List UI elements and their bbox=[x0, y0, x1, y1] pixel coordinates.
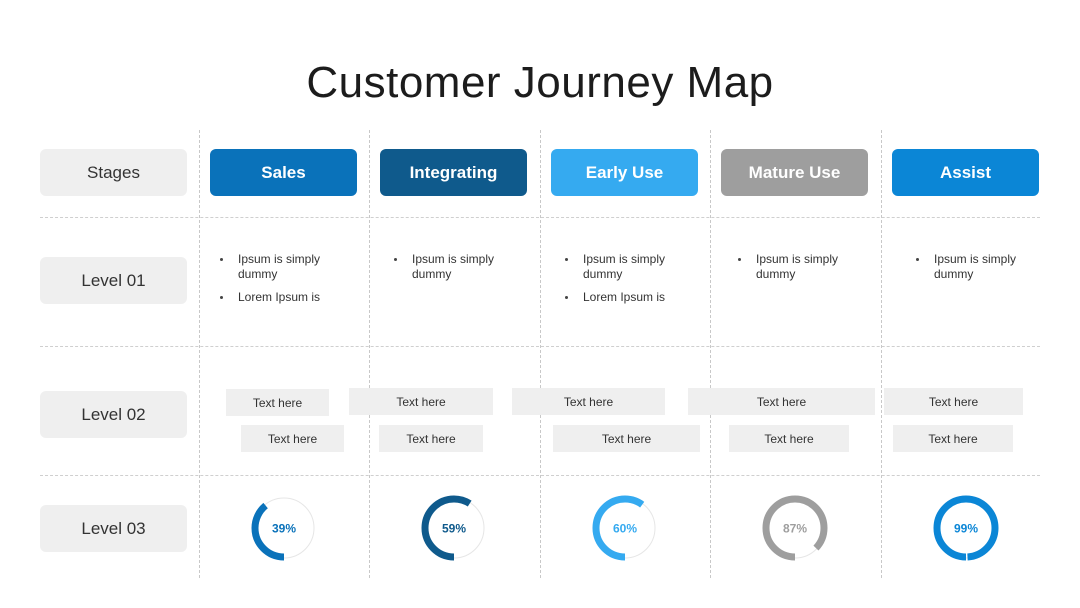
list-item: Lorem Ipsum is bbox=[563, 290, 683, 305]
donut-label: 60% bbox=[613, 522, 637, 536]
row-divider bbox=[40, 346, 1040, 347]
donut-label: 59% bbox=[442, 522, 466, 536]
row-label-level-01: Level 01 bbox=[40, 257, 187, 304]
donut-label: 87% bbox=[783, 522, 807, 536]
level01-early-use-list: Ipsum is simply dummy Lorem Ipsum is bbox=[563, 252, 683, 313]
row-divider bbox=[40, 475, 1040, 476]
level02-sales-pill-2: Text here bbox=[241, 425, 344, 452]
level02-mature-use-pill-2: Text here bbox=[729, 425, 849, 452]
list-item: Ipsum is simply dummy bbox=[563, 252, 683, 282]
column-divider bbox=[710, 130, 711, 578]
donut-arc bbox=[421, 495, 487, 561]
level02-early-use-pill-2: Text here bbox=[553, 425, 700, 452]
donut-arc bbox=[251, 495, 317, 561]
column-divider bbox=[540, 130, 541, 578]
list-item: Ipsum is simply dummy bbox=[392, 252, 512, 282]
page-title: Customer Journey Map bbox=[306, 58, 774, 107]
level02-assist-pill-1: Text here bbox=[884, 388, 1023, 415]
stage-mature-use-button[interactable]: Mature Use bbox=[721, 149, 868, 196]
stage-early-use-button[interactable]: Early Use bbox=[551, 149, 698, 196]
level02-sales-pill-1: Text here bbox=[226, 389, 329, 416]
donut-arc bbox=[592, 495, 658, 561]
level03-early-use-donut: 60% bbox=[592, 495, 658, 561]
level03-assist-donut: 99% bbox=[933, 495, 999, 561]
stage-integrating-button[interactable]: Integrating bbox=[380, 149, 527, 196]
column-divider bbox=[881, 130, 882, 578]
level01-mature-use-list: Ipsum is simply dummy bbox=[736, 252, 856, 290]
level03-sales-donut: 39% bbox=[251, 495, 317, 561]
column-divider bbox=[369, 130, 370, 578]
list-item: Ipsum is simply dummy bbox=[736, 252, 856, 282]
donut-arc bbox=[762, 495, 828, 561]
list-item: Ipsum is simply dummy bbox=[914, 252, 1034, 282]
column-divider bbox=[199, 130, 200, 578]
level02-integrating-pill-2: Text here bbox=[379, 425, 483, 452]
level01-assist-list: Ipsum is simply dummy bbox=[914, 252, 1034, 290]
donut-label: 99% bbox=[954, 522, 978, 536]
list-item: Ipsum is simply dummy bbox=[218, 252, 338, 282]
level01-sales-list: Ipsum is simply dummy Lorem Ipsum is bbox=[218, 252, 338, 313]
stage-assist-button[interactable]: Assist bbox=[892, 149, 1039, 196]
level02-early-use-pill-1: Text here bbox=[512, 388, 665, 415]
level02-integrating-pill-1: Text here bbox=[349, 388, 493, 415]
stage-sales-button[interactable]: Sales bbox=[210, 149, 357, 196]
donut-arc bbox=[933, 495, 999, 561]
level02-mature-use-pill-1: Text here bbox=[688, 388, 875, 415]
level03-integrating-donut: 59% bbox=[421, 495, 487, 561]
level02-assist-pill-2: Text here bbox=[893, 425, 1013, 452]
row-divider bbox=[40, 217, 1040, 218]
row-label-stages: Stages bbox=[40, 149, 187, 196]
row-label-level-02: Level 02 bbox=[40, 391, 187, 438]
level03-mature-use-donut: 87% bbox=[762, 495, 828, 561]
donut-label: 39% bbox=[272, 522, 296, 536]
row-label-level-03: Level 03 bbox=[40, 505, 187, 552]
level01-integrating-list: Ipsum is simply dummy bbox=[392, 252, 512, 290]
list-item: Lorem Ipsum is bbox=[218, 290, 338, 305]
